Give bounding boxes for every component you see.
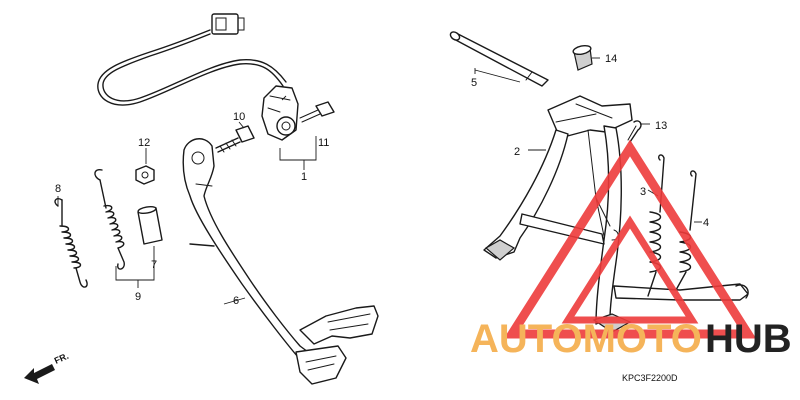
callout-1: 1 [301, 171, 307, 183]
pivot-shaft-5 [449, 31, 549, 87]
watermark-brand-part1: AUTOMOTO [470, 317, 702, 361]
stopper-14 [572, 44, 593, 71]
callout-14: 14 [605, 53, 617, 65]
bolt-11 [299, 101, 335, 123]
callout-11: 11 [318, 137, 329, 149]
callout-5: 5 [471, 77, 477, 89]
callout-6: 6 [233, 295, 239, 307]
leader-lines-left [57, 95, 317, 305]
cotter-pin-13 [627, 120, 642, 143]
pivot-bolt-10 [215, 125, 255, 153]
main-stand-spring-3 [647, 154, 665, 297]
spring-8 [54, 197, 88, 288]
callout-10: 10 [233, 111, 245, 123]
callout-7: 7 [151, 259, 157, 271]
collar-7 [137, 205, 163, 245]
callout-9: 9 [135, 291, 141, 303]
callout-4: 4 [703, 217, 709, 229]
nut-12 [135, 165, 155, 185]
side-stand-switch-cable [97, 13, 287, 106]
side-stand [182, 138, 379, 385]
direction-label: FR. [53, 351, 70, 366]
diagram-code: KPC3F2200D [622, 373, 678, 383]
callout-8: 8 [55, 183, 61, 195]
side-stand-switch [261, 85, 299, 141]
watermark-logo [503, 139, 757, 339]
callout-12: 12 [138, 137, 150, 149]
spring-9 [94, 168, 125, 270]
leader-lines-right [474, 57, 702, 223]
front-direction-arrow: FR. [24, 351, 70, 384]
callout-2: 2 [514, 146, 520, 158]
callout-numbers: 1 2 3 4 5 6 7 8 9 10 11 12 13 14 [55, 53, 709, 307]
callout-3: 3 [640, 186, 646, 198]
callout-13: 13 [655, 120, 667, 132]
main-stand [483, 95, 749, 333]
watermark-brand-part2: HUB [705, 317, 792, 361]
watermark-wordmark: AUTOMOTO HUB [470, 317, 792, 361]
